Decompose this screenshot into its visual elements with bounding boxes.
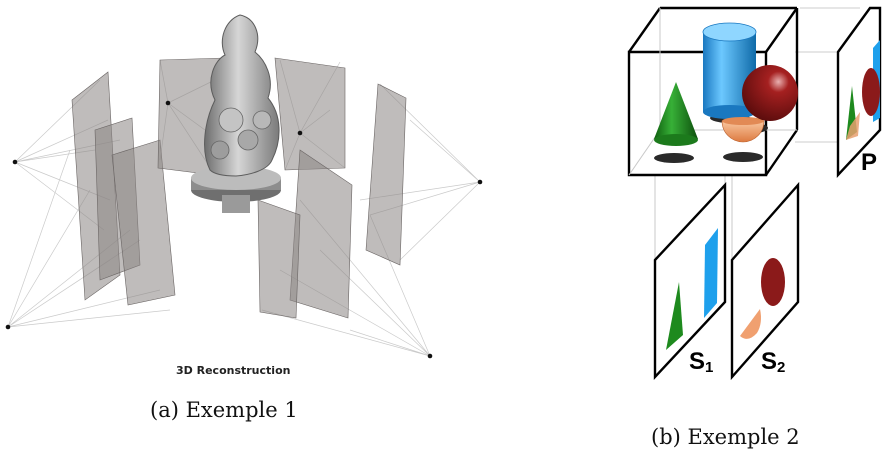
figure-b-caption: (b) Exemple 2 — [651, 425, 800, 449]
statue-model — [191, 14, 281, 213]
cylinder-object — [702, 22, 757, 119]
projection-lines — [654, 7, 860, 260]
figure-a-reconstruction-illustration: 3D Reconstruction — [5, 14, 483, 377]
projection-plane-s2 — [730, 181, 800, 381]
cone-object — [654, 82, 698, 146]
camera-center — [5, 324, 11, 330]
camera-center — [477, 179, 483, 185]
plane-s1-label: S1 — [689, 348, 713, 376]
bowl-object — [721, 117, 765, 143]
camera-center — [12, 159, 18, 165]
figure-b-projection-illustration: P S1 S2 — [627, 6, 882, 381]
camera-centers — [5, 100, 483, 359]
camera-center — [427, 353, 433, 359]
image-planes — [71, 57, 407, 319]
camera-center — [297, 130, 303, 136]
plane-p-label: P — [861, 149, 877, 176]
sphere-object — [742, 65, 798, 121]
figure-a-caption: (a) Exemple 1 — [150, 398, 298, 422]
projection-plane-s1 — [653, 181, 727, 381]
plane-s2-label: S2 — [761, 348, 785, 376]
reconstruction-label: 3D Reconstruction — [176, 364, 290, 377]
camera-center — [165, 100, 171, 106]
projection-plane-p — [836, 6, 882, 179]
